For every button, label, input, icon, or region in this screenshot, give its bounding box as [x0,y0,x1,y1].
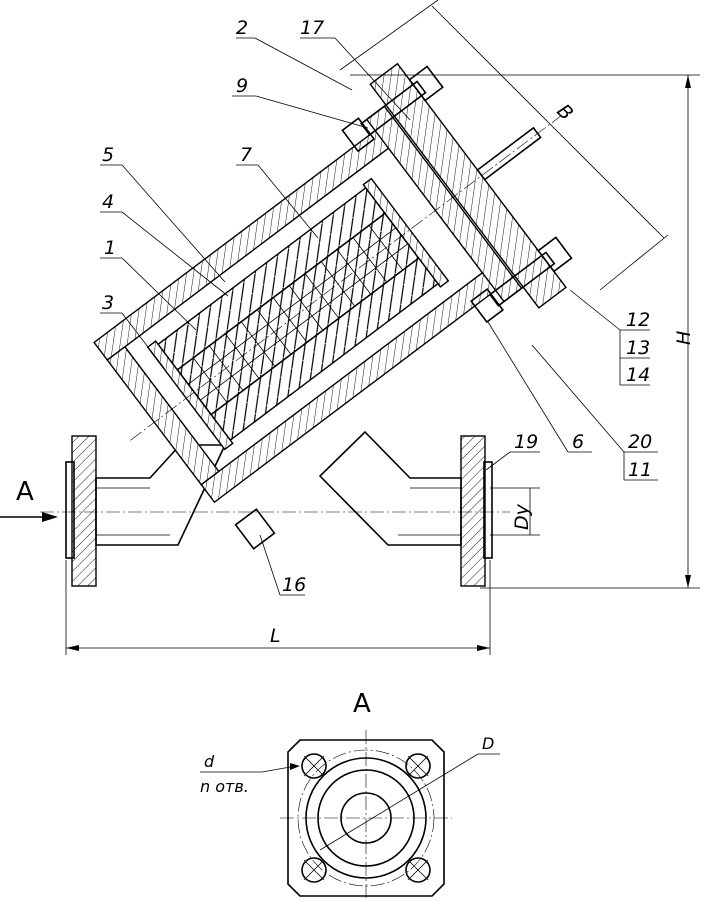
bolt-holes [301,753,431,883]
dim-height-label: H [673,331,695,345]
dimension-lines: H B L Dy A [0,0,700,655]
callout-1: 1 [104,237,116,259]
dim-bolt-circle-label: D [482,734,494,753]
dim-holes-count-label: n отв. [200,777,249,796]
callout-6: 6 [572,431,584,453]
right-outlet-pipe [318,430,462,546]
drain-stud [476,126,542,181]
dim-dy-label: Dy [511,503,533,530]
view-a-title: A [353,689,371,719]
callout-16: 16 [282,574,306,596]
callout-14: 14 [626,364,650,386]
dim-hole-diameter-label: d [204,752,215,771]
callout-7: 7 [240,144,252,166]
dim-length-label: L [270,625,281,647]
callout-19: 19 [514,431,538,453]
callout-17: 17 [300,17,324,39]
dim-width-label: B [552,100,577,125]
callout-11: 11 [628,459,652,481]
right-flange-gasket [483,461,493,559]
callout-9: 9 [236,75,248,97]
filter-housing-assembly [93,62,573,504]
callout-numbers: 2 17 9 5 7 4 1 3 12 13 14 6 20 11 19 16 [102,17,652,596]
front-view [40,62,573,587]
callout-12: 12 [626,309,650,331]
bolt-bottom [488,251,556,307]
callout-leaders [100,37,658,596]
view-a: A D d n отв. [200,689,500,900]
callout-20: 20 [628,431,652,453]
callout-5: 5 [102,144,114,166]
right-flange [460,435,486,587]
drain-plug-nut [234,508,276,550]
callout-3: 3 [102,292,114,314]
view-arrow-label: A [16,477,34,507]
callout-2: 2 [236,17,248,39]
left-flange-gasket [65,461,75,559]
callout-4: 4 [102,191,114,213]
bolt-top [360,80,427,136]
left-flange [71,435,97,587]
callout-13: 13 [626,337,650,359]
square-flange-outline [287,739,445,897]
